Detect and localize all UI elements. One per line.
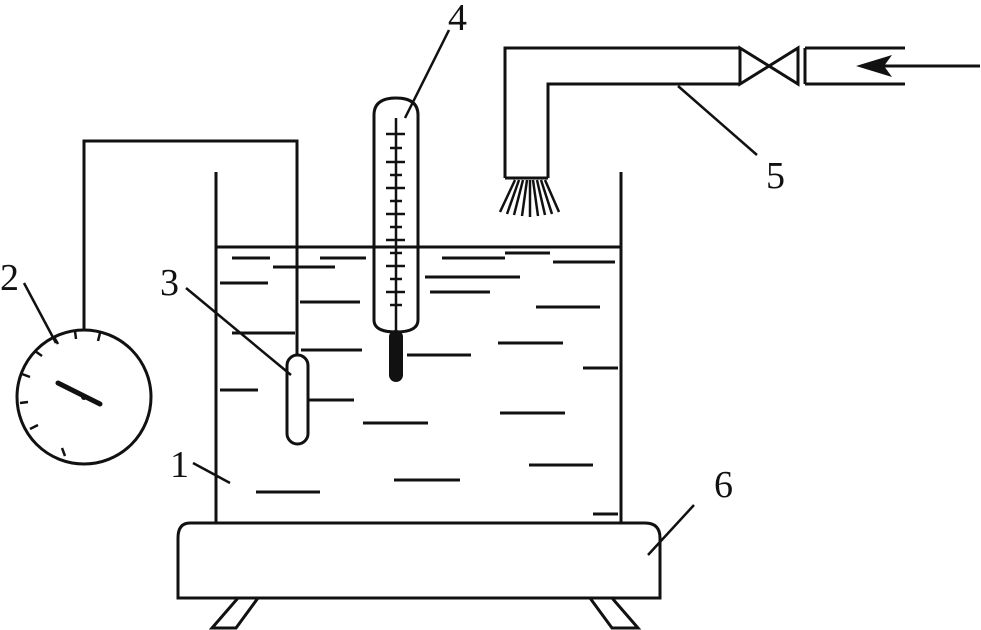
label-beaker: 1 (170, 444, 189, 486)
label-heater: 6 (714, 464, 733, 506)
gas-pipe (498, 45, 980, 217)
heater-foot-right (587, 596, 642, 630)
thermometer-bulb (389, 330, 403, 382)
arrow-left-icon (856, 55, 980, 77)
pressure-gauge-icon (15, 328, 153, 466)
thermometer-scale (386, 132, 405, 307)
sensor-wire (82, 139, 299, 355)
sensor-probe (285, 353, 310, 446)
thermometer-icon (372, 96, 420, 382)
gas-bubbles-icon (498, 179, 561, 217)
label-gauge: 2 (0, 257, 19, 299)
label-gas-pipe: 5 (766, 155, 785, 197)
beaker (214, 172, 623, 523)
valve-icon (738, 45, 800, 87)
gauge-needle (55, 380, 103, 407)
liquid-dashes (220, 251, 618, 516)
heater-foot-left (208, 596, 261, 630)
label-thermometer: 4 (448, 0, 467, 39)
label-sensor: 3 (160, 262, 179, 304)
heater-base (176, 521, 662, 630)
leader-lines (22, 29, 758, 556)
